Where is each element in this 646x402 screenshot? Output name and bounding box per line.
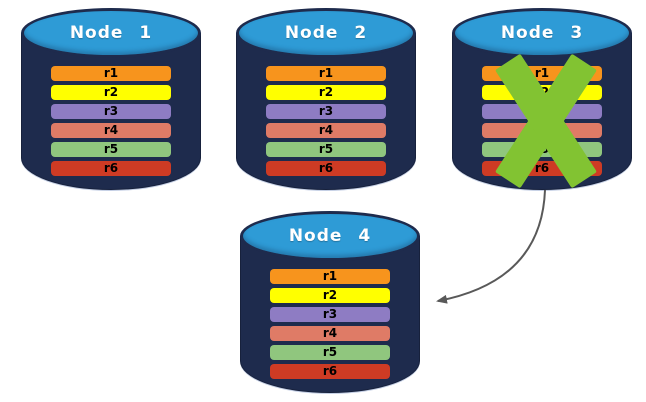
replica-rows: r1 r2 r3 r4 r5 r6	[266, 66, 386, 180]
replica-row: r2	[482, 85, 602, 100]
replica-row: r2	[51, 85, 171, 100]
replica-row: r3	[51, 104, 171, 119]
replica-row: r4	[266, 123, 386, 138]
cylinder-top: Node 4	[240, 211, 420, 261]
cylinder-top: Node 2	[236, 8, 416, 58]
node-2: Node 2 r1 r2 r3 r4 r5 r6	[236, 8, 416, 190]
replica-row: r5	[51, 142, 171, 157]
replica-row: r5	[482, 142, 602, 157]
replica-row: r3	[270, 307, 390, 322]
replica-row: r4	[482, 123, 602, 138]
replica-row: r1	[51, 66, 171, 81]
replica-row: r6	[51, 161, 171, 176]
cylinder-top: Node 3	[452, 8, 632, 58]
replication-arrow	[436, 189, 546, 304]
node-4: Node 4 r1 r2 r3 r4 r5 r6	[240, 211, 420, 393]
replica-row: r6	[482, 161, 602, 176]
replica-row: r4	[51, 123, 171, 138]
replica-row: r3	[482, 104, 602, 119]
node-label: Node 1	[69, 23, 153, 43]
replica-row: r1	[266, 66, 386, 81]
replica-row: r2	[270, 288, 390, 303]
replica-row: r2	[266, 85, 386, 100]
node-label: Node 3	[500, 23, 584, 43]
replica-rows: r1 r2 r3 r4 r5 r6	[51, 66, 171, 180]
node-1: Node 1 r1 r2 r3 r4 r5 r6	[21, 8, 201, 190]
replica-rows: r1 r2 r3 r4 r5 r6	[270, 269, 390, 383]
replica-row: r1	[482, 66, 602, 81]
replica-row: r5	[266, 142, 386, 157]
replica-row: r1	[270, 269, 390, 284]
replica-row: r4	[270, 326, 390, 341]
node-3: Node 3 r1 r2 r3 r4 r5 r6	[452, 8, 632, 190]
replica-row: r3	[266, 104, 386, 119]
cylinder-top: Node 1	[21, 8, 201, 58]
replica-row: r5	[270, 345, 390, 360]
replica-rows: r1 r2 r3 r4 r5 r6	[482, 66, 602, 180]
node-label: Node 2	[284, 23, 368, 43]
arrow-curve	[436, 189, 546, 304]
replica-row: r6	[266, 161, 386, 176]
replica-row: r6	[270, 364, 390, 379]
node-label: Node 4	[288, 226, 372, 246]
